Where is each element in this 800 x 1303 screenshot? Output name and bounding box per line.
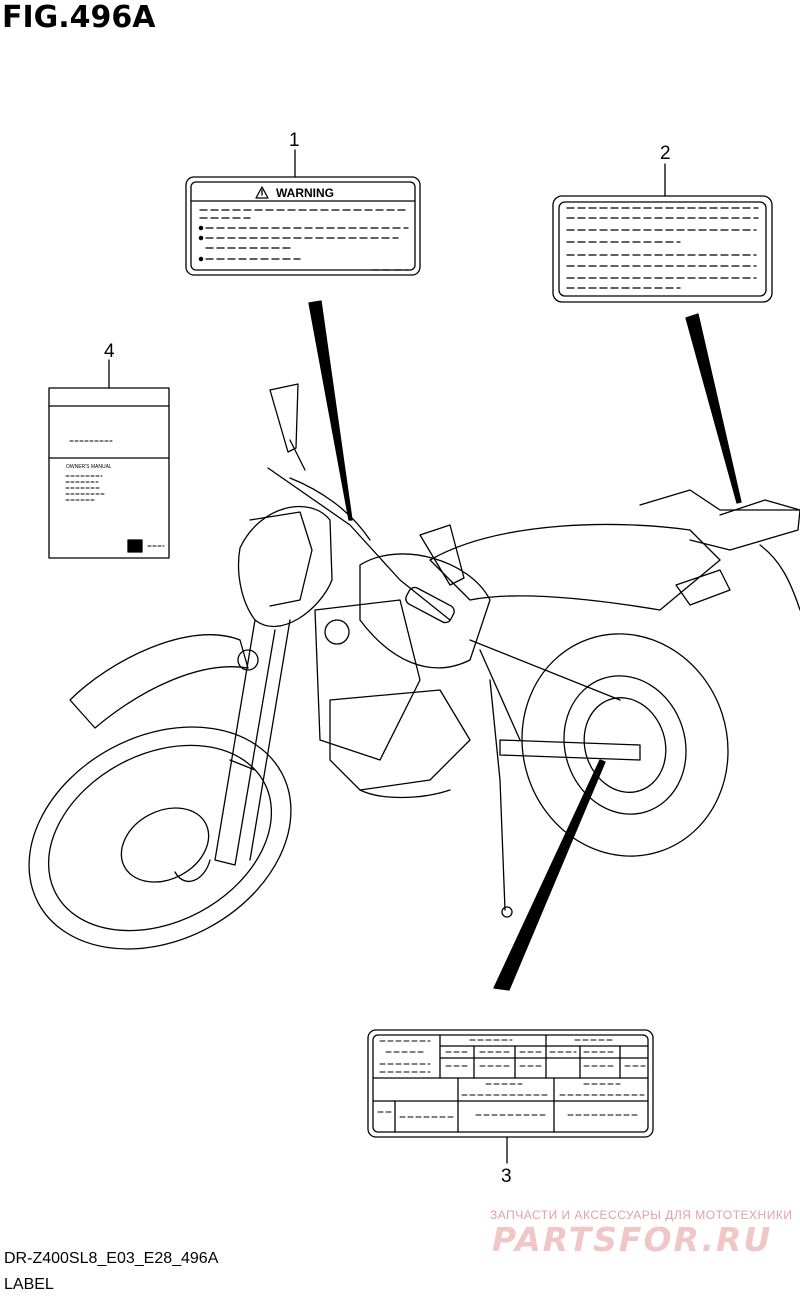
pointer-1 (308, 300, 353, 521)
warning-title: WARNING (276, 186, 334, 200)
figure-model-code: DR-Z400SL8_E03_E28_496A (4, 1250, 219, 1267)
figure-section-name: LABEL (4, 1276, 54, 1293)
label-2[interactable] (552, 195, 773, 303)
motorcycle-illustration (28, 383, 800, 950)
suzuki-logo-icon (127, 539, 143, 553)
watermark-logo: PARTSFOR.RU (492, 1220, 773, 1259)
pointer-2 (685, 313, 742, 504)
pointer-3 (493, 759, 606, 991)
callout-4[interactable]: 4 (104, 341, 115, 362)
callout-1[interactable]: 1 (289, 130, 300, 151)
warning-triangle-icon (255, 186, 269, 199)
figure-title: FIG.496A (2, 0, 156, 35)
callout-3[interactable]: 3 (501, 1166, 512, 1187)
label-3[interactable] (367, 1029, 654, 1138)
watermark-tagline: ЗАПЧАСТИ И АКСЕССУАРЫ ДЛЯ МОТОТЕХНИКИ (490, 1208, 793, 1222)
callout-2[interactable]: 2 (660, 143, 671, 164)
warning-label-1[interactable] (185, 176, 421, 276)
owners-manual-title: OWNER'S MANUAL (66, 464, 112, 470)
owners-manual-4[interactable] (48, 387, 170, 559)
